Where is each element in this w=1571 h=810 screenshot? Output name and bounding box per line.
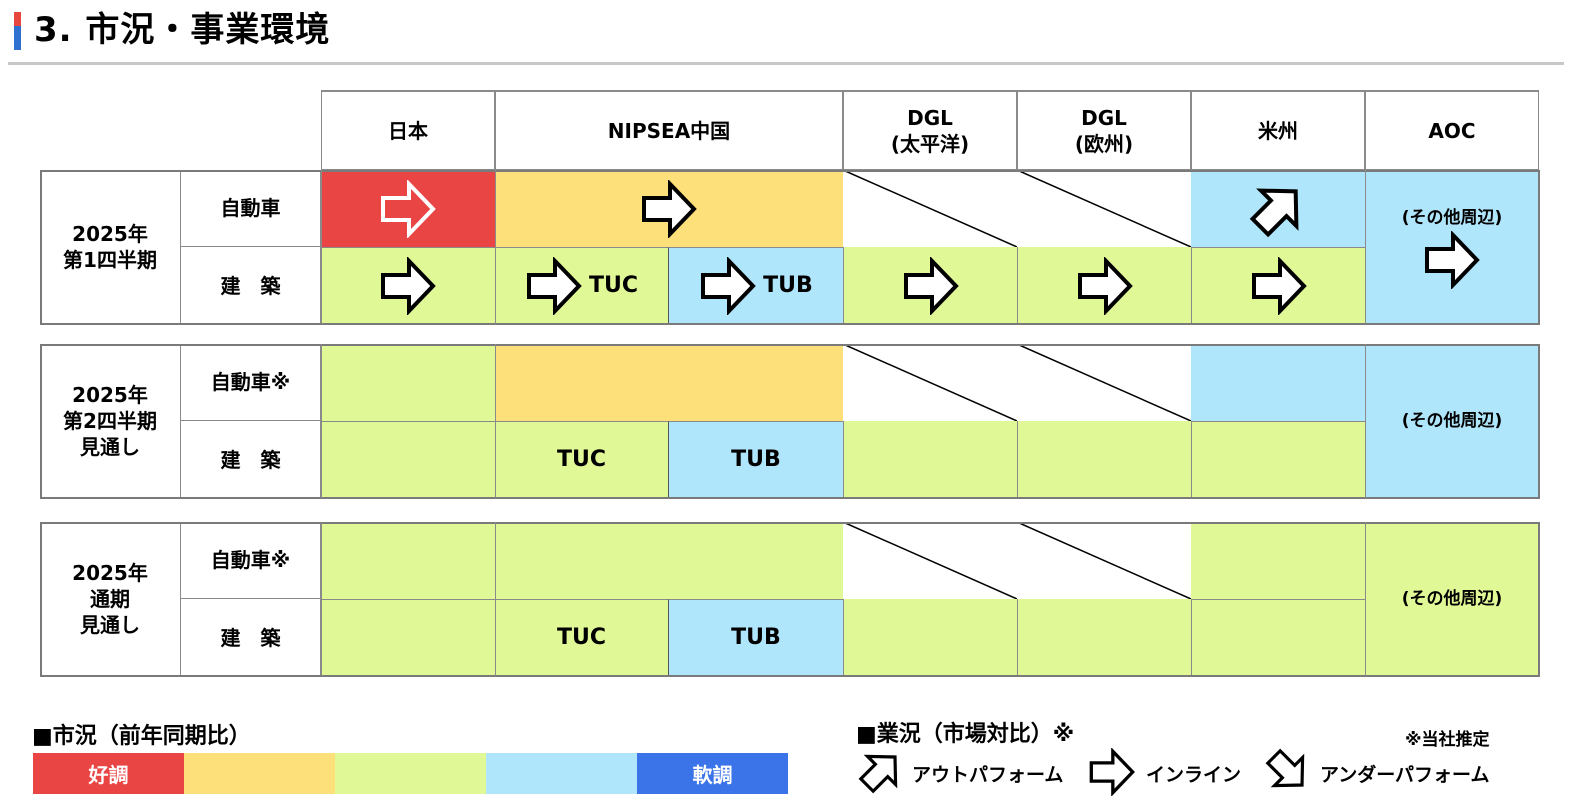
cell-fy-auto-dgl-europe-na — [1017, 522, 1191, 599]
cell-fy-arch-tub: TUB — [669, 599, 843, 676]
legend-swatch-slightly-good — [184, 753, 335, 794]
col-header-dgl-europe: DGL (欧州) — [1017, 90, 1191, 170]
legend-swatch-flat — [335, 753, 486, 794]
legend-business-title: ■業況（市場対比）※ — [856, 722, 1075, 747]
arrow-right-icon — [903, 258, 958, 313]
col-header-dgl-pacific: DGL (太平洋) — [843, 90, 1017, 170]
arrow-up-right-icon — [1249, 180, 1307, 238]
diagonal-na-icon — [1017, 170, 1191, 247]
legend-swatch-weak: 軟調 — [637, 753, 788, 794]
tuc-tag: TUC — [588, 273, 639, 298]
cell-fy-arch-americas — [1191, 599, 1365, 676]
col-header-japan: 日本 — [321, 90, 495, 170]
arrow-right-icon — [1088, 748, 1136, 798]
cell-q1-arch-tuc: TUC — [495, 247, 669, 324]
tuc-tag: TUC — [556, 625, 607, 650]
cell-q2-arch-americas — [1191, 421, 1365, 498]
legend-swatch-slightly-weak — [486, 753, 637, 794]
legend-inline: インライン — [1146, 764, 1242, 786]
diagonal-na-icon — [843, 170, 1017, 247]
row-label-auto: 自動車※ — [181, 522, 321, 599]
arrow-right-icon — [642, 181, 696, 236]
cell-q1-auto-dgl-pacific-na — [843, 170, 1017, 247]
legend-market-title: ■市況（前年同期比） — [32, 724, 251, 749]
cell-q2-arch-dgl-europe — [1017, 421, 1191, 498]
cell-q1-auto-americas — [1191, 170, 1365, 247]
legend-outperform: アウトパフォーム — [912, 764, 1064, 786]
row-label-arch: 建 築 — [181, 599, 321, 676]
cell-q1-arch-tub: TUB — [669, 247, 843, 324]
cell-q1-auto-japan — [321, 170, 495, 247]
col-header-aoc: AOC — [1365, 90, 1539, 170]
cell-fy-arch-dgl-europe — [1017, 599, 1191, 676]
page-title: 3. 市況・事業環境 — [34, 10, 331, 50]
cell-q2-auto-japan — [321, 344, 495, 421]
aoc-note: (その他周辺) — [1401, 208, 1503, 228]
cell-fy-aoc: (その他周辺) — [1365, 522, 1539, 676]
row-label-auto: 自動車※ — [181, 344, 321, 421]
period-label-q1: 2025年 第1四半期 — [40, 170, 181, 324]
tub-tag: TUB — [731, 625, 781, 650]
diagonal-na-icon — [843, 522, 1017, 599]
title-accent-bar — [14, 12, 21, 50]
cell-fy-arch-dgl-pacific — [843, 599, 1017, 676]
cell-q2-auto-dgl-pacific-na — [843, 344, 1017, 421]
cell-fy-auto-dgl-pacific-na — [843, 522, 1017, 599]
legend-note: ※当社推定 — [1405, 730, 1490, 750]
diagonal-na-icon — [843, 344, 1017, 421]
arrow-right-icon — [381, 259, 435, 313]
row-label-auto: 自動車 — [181, 170, 321, 247]
cell-q1-arch-japan — [321, 247, 495, 324]
cell-q2-auto-nipsea — [495, 344, 843, 421]
arrow-right-icon — [381, 181, 435, 236]
cell-q1-arch-dgl-europe — [1017, 247, 1191, 324]
cell-q2-arch-tub: TUB — [669, 421, 843, 498]
row-label-arch: 建 築 — [181, 421, 321, 498]
arrow-right-icon — [1251, 259, 1306, 313]
cell-q1-auto-dgl-europe-na — [1017, 170, 1191, 247]
cell-q1-auto-nipsea — [495, 170, 843, 247]
cell-fy-auto-americas — [1191, 522, 1365, 599]
cell-q2-aoc: (その他周辺) — [1365, 344, 1539, 498]
cell-q2-auto-dgl-europe-na — [1017, 344, 1191, 421]
arrow-down-right-icon — [1258, 741, 1318, 801]
period-label-fy: 2025年 通期 見通し — [40, 522, 181, 676]
cell-fy-arch-tuc: TUC — [495, 599, 669, 676]
diagonal-na-icon — [1017, 344, 1191, 421]
cell-fy-arch-japan — [321, 599, 495, 676]
aoc-note: (その他周辺) — [1401, 411, 1503, 431]
period-label-q2: 2025年 第2四半期 見通し — [40, 344, 181, 498]
tub-tag: TUB — [763, 273, 813, 298]
cell-fy-auto-japan — [321, 522, 495, 599]
arrow-right-icon — [1425, 233, 1479, 287]
arrow-right-icon — [526, 259, 581, 313]
arrow-right-icon — [1077, 258, 1132, 313]
aoc-note: (その他周辺) — [1401, 589, 1503, 609]
cell-q1-aoc: (その他周辺) — [1365, 170, 1539, 324]
cell-fy-auto-nipsea — [495, 522, 843, 599]
row-label-arch: 建 築 — [181, 247, 321, 324]
diagonal-na-icon — [1017, 522, 1191, 599]
legend-underperform: アンダーパフォーム — [1320, 764, 1490, 786]
cell-q2-auto-americas — [1191, 344, 1365, 421]
col-header-americas: 米州 — [1191, 90, 1365, 170]
title-divider — [8, 62, 1564, 65]
tub-tag: TUB — [731, 447, 781, 472]
cell-q2-arch-tuc: TUC — [495, 421, 669, 498]
arrow-right-icon — [701, 259, 756, 313]
cell-q1-arch-dgl-pacific — [843, 247, 1017, 324]
legend-swatch-good: 好調 — [33, 753, 184, 794]
col-header-nipsea: NIPSEA中国 — [495, 90, 843, 170]
tuc-tag: TUC — [556, 447, 607, 472]
cell-q2-arch-japan — [321, 421, 495, 498]
arrow-up-right-icon — [851, 741, 911, 801]
cell-q1-arch-americas — [1191, 247, 1365, 324]
cell-q2-arch-dgl-pacific — [843, 421, 1017, 498]
